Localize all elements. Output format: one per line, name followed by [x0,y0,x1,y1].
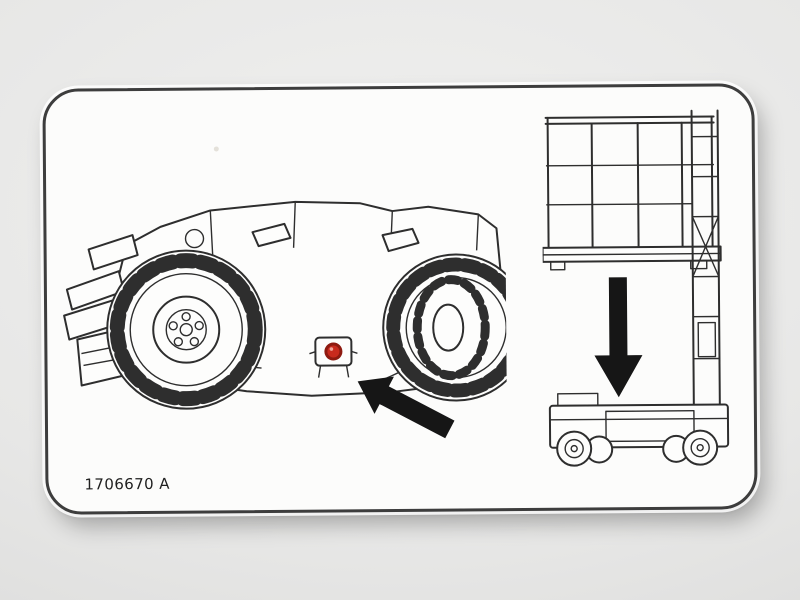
part-number: 1706670 A [84,474,170,494]
platform-floor [541,245,722,271]
chassis-cutout-left [251,222,292,248]
lift-mast [690,109,721,406]
print-speck [213,146,219,152]
chassis-illustration [63,200,508,439]
base-wheel-left [556,430,593,467]
platform-rails [544,115,715,249]
left-tire [106,249,267,410]
right-tire [382,253,508,402]
scissor-lift-illustration [541,109,730,467]
decal-label: 1706670 A [42,83,758,515]
down-arrow-icon [594,277,643,398]
pointer-arrow-icon [357,376,455,439]
base-wheel-right [682,429,719,466]
lift-base [548,392,730,467]
chassis-cutout-right [381,227,420,253]
manual-descent-valve-icon [309,336,358,378]
